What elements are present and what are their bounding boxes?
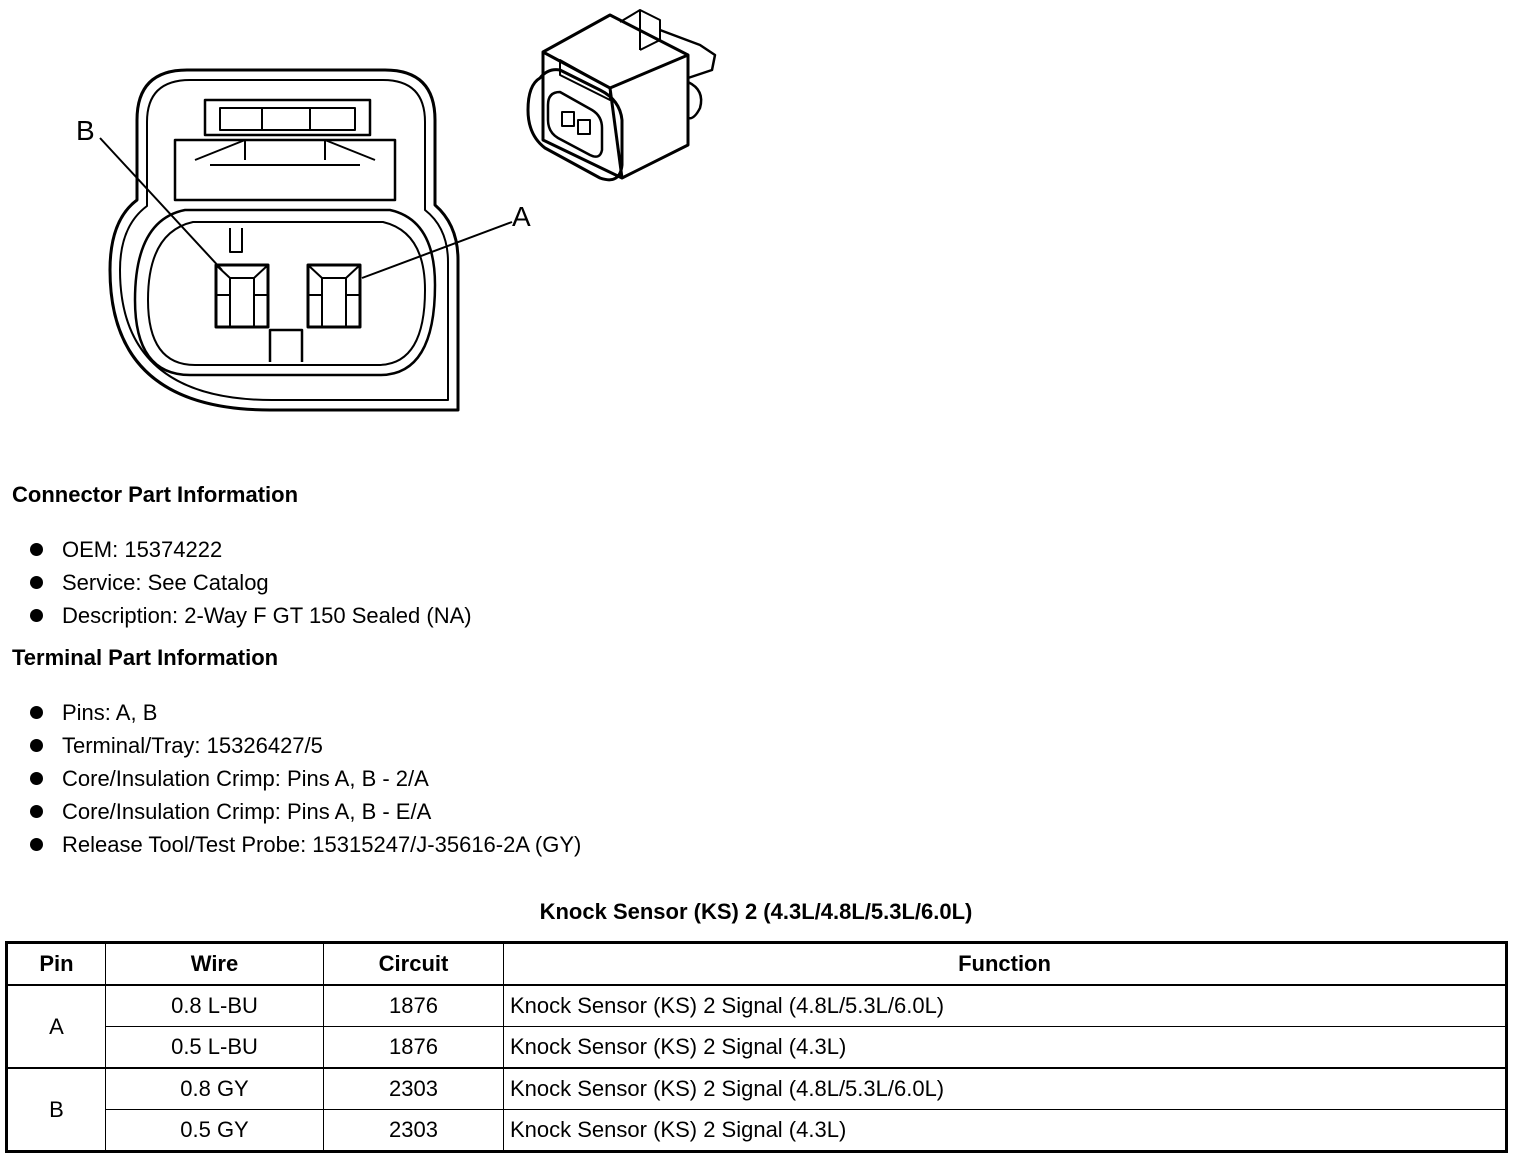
list-item: OEM: 15374222 bbox=[30, 533, 472, 566]
connector-info-list: OEM: 15374222 Service: See Catalog Descr… bbox=[30, 533, 472, 632]
list-item: Terminal/Tray: 15326427/5 bbox=[30, 729, 581, 762]
pin-cell: A bbox=[6, 984, 106, 1069]
function-cell: Knock Sensor (KS) 2 Signal (4.8L/5.3L/6.… bbox=[503, 984, 1507, 1027]
table-row: 0.5 L-BU 1876 Knock Sensor (KS) 2 Signal… bbox=[7, 1026, 1507, 1069]
connector-housing-outline bbox=[108, 68, 460, 412]
header-pin: Pin bbox=[6, 942, 106, 986]
connector-info-title: Connector Part Information bbox=[12, 482, 299, 507]
wire-cell: 0.8 L-BU bbox=[105, 984, 324, 1027]
table-row: 0.5 GY 2303 Knock Sensor (KS) 2 Signal (… bbox=[7, 1109, 1507, 1152]
table-title: Knock Sensor (KS) 2 (4.3L/4.8L/5.3L/6.0L… bbox=[539, 899, 973, 924]
pin-cell: B bbox=[6, 1067, 106, 1152]
header-circuit: Circuit bbox=[323, 942, 504, 986]
list-item: Core/Insulation Crimp: Pins A, B - E/A bbox=[30, 795, 581, 828]
terminal-info-title: Terminal Part Information bbox=[12, 645, 279, 670]
circuit-cell: 1876 bbox=[323, 984, 504, 1027]
function-cell: Knock Sensor (KS) 2 Signal (4.3L) bbox=[503, 1026, 1507, 1069]
connector-diagram: B A bbox=[76, 9, 717, 412]
list-item: Core/Insulation Crimp: Pins A, B - 2/A bbox=[30, 762, 581, 795]
list-item: Description: 2-Way F GT 150 Sealed (NA) bbox=[30, 599, 472, 632]
connector-3d-view bbox=[526, 9, 717, 182]
wire-cell: 0.5 GY bbox=[105, 1109, 324, 1152]
function-cell: Knock Sensor (KS) 2 Signal (4.8L/5.3L/6.… bbox=[503, 1067, 1507, 1110]
table-row: B 0.8 GY 2303 Knock Sensor (KS) 2 Signal… bbox=[6, 1067, 1507, 1152]
terminal-info-list: Pins: A, B Terminal/Tray: 15326427/5 Cor… bbox=[30, 696, 581, 861]
table-header-row: Pin Wire Circuit Function bbox=[6, 942, 1507, 986]
pinout-table: Pin Wire Circuit Function A 0.8 L-BU 187… bbox=[5, 941, 1508, 1153]
list-item: Service: See Catalog bbox=[30, 566, 472, 599]
circuit-cell: 2303 bbox=[323, 1067, 504, 1110]
leader-line-a bbox=[361, 221, 513, 279]
wire-cell: 0.8 GY bbox=[105, 1067, 324, 1110]
list-item: Release Tool/Test Probe: 15315247/J-3561… bbox=[30, 828, 581, 861]
wire-cell: 0.5 L-BU bbox=[105, 1026, 324, 1069]
pin-label-b: B bbox=[76, 115, 95, 146]
pin-label-a: A bbox=[512, 201, 531, 232]
list-item: Pins: A, B bbox=[30, 696, 581, 729]
circuit-cell: 1876 bbox=[323, 1026, 504, 1069]
header-function: Function bbox=[503, 942, 1507, 986]
table-row: A 0.8 L-BU 1876 Knock Sensor (KS) 2 Sign… bbox=[6, 984, 1507, 1069]
function-cell: Knock Sensor (KS) 2 Signal (4.3L) bbox=[503, 1109, 1507, 1152]
circuit-cell: 2303 bbox=[323, 1109, 504, 1152]
leader-line-b bbox=[99, 137, 223, 271]
header-wire: Wire bbox=[105, 942, 324, 986]
